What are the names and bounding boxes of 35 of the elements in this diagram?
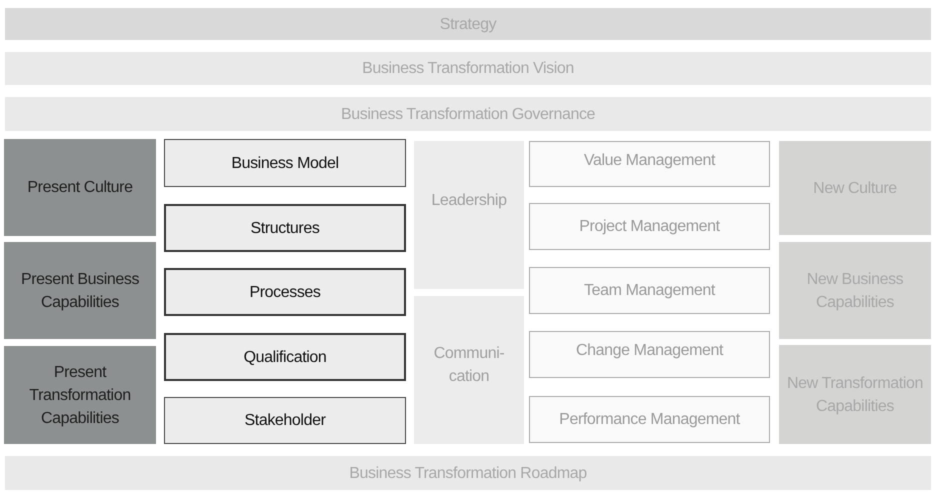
capability-box — [779, 242, 931, 339]
box-label: Structures — [250, 218, 320, 238]
management-box — [529, 141, 770, 187]
box-label: Business Transformation Roadmap — [349, 464, 587, 484]
capability-box — [4, 346, 156, 444]
management-box — [529, 203, 770, 250]
box-label: Leadership — [431, 190, 507, 210]
box-label: Qualification — [244, 348, 326, 368]
element-box — [164, 204, 406, 252]
box-label: Communi- cation — [432, 344, 506, 387]
box-label: Business Transformation Vision — [362, 59, 574, 79]
capability-box — [4, 242, 156, 339]
box-label: Present Business Capabilities — [20, 270, 140, 312]
box-label: Performance Management — [559, 410, 740, 430]
box-label: Present Transformation Capabilities — [28, 362, 132, 428]
box-label: Business Transformation Governance — [340, 104, 596, 124]
culture-box — [779, 141, 931, 235]
box-label: Business Model — [231, 154, 339, 174]
element-box — [164, 333, 406, 381]
box-label: Team Management — [584, 281, 715, 301]
box-label: Project Management — [579, 217, 720, 237]
element-box — [164, 268, 406, 316]
element-box — [164, 397, 406, 444]
management-box — [529, 331, 770, 378]
strategy-band — [5, 8, 931, 40]
element-box — [164, 139, 406, 187]
box-label: Value Management — [584, 150, 716, 170]
box-label: Present Culture — [27, 178, 133, 198]
management-box — [529, 267, 770, 314]
box-label: Stakeholder — [244, 411, 326, 431]
box-label: Change Management — [576, 341, 724, 361]
capability-box — [779, 345, 931, 444]
management-box — [529, 396, 770, 443]
box-label: Processes — [249, 282, 321, 302]
culture-box — [4, 139, 156, 236]
